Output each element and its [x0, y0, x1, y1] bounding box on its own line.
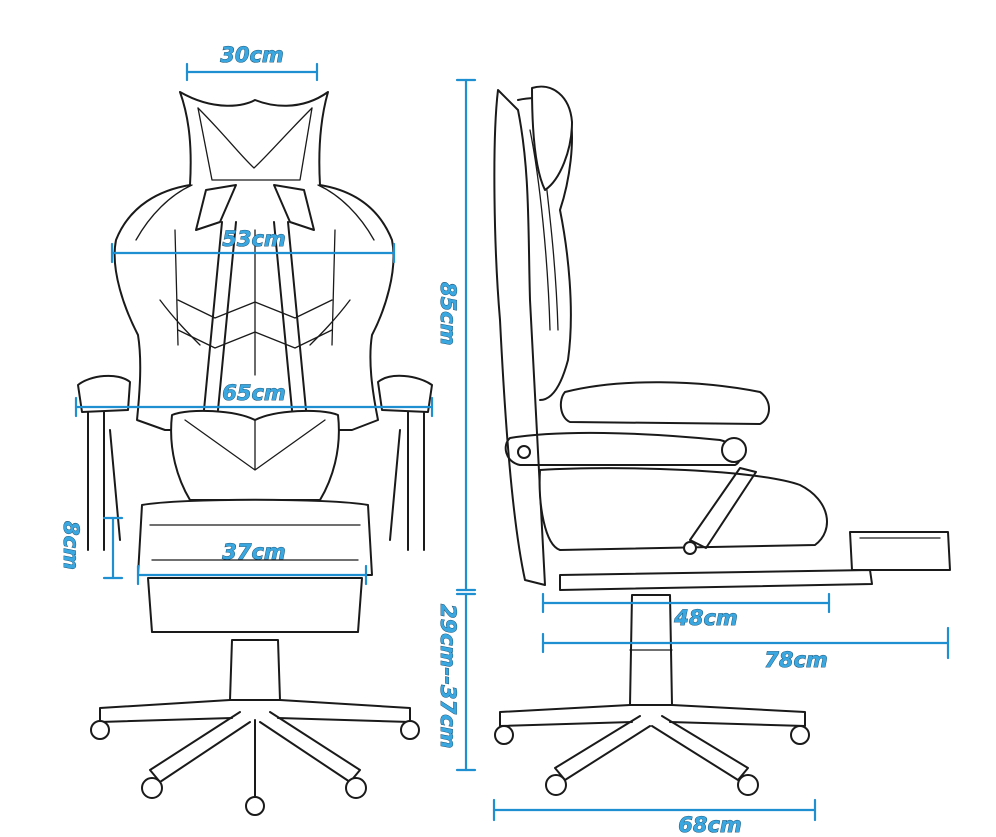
front-view-chair — [77, 91, 433, 816]
label-seat-depth: 48cm — [673, 606, 738, 630]
dimension-armrest-height: 8cm — [59, 516, 124, 580]
label-backrest-height: 85cm — [436, 282, 460, 346]
dimension-backrest-width: 53cm — [110, 227, 396, 264]
side-view-chair — [493, 85, 951, 796]
label-armrest-height: 8cm — [59, 521, 83, 570]
dimension-base-diameter: 68cm — [492, 798, 817, 837]
label-seat-width: 37cm — [222, 540, 286, 564]
label-base-diameter: 68cm — [678, 813, 742, 837]
label-headrest-width: 30cm — [220, 43, 284, 67]
dimension-backrest-height: 85cm — [436, 78, 477, 592]
label-armrest-span: 65cm — [222, 381, 286, 405]
label-footrest-depth: 78cm — [764, 648, 828, 672]
label-seat-height: 29cm--37cm — [436, 604, 460, 749]
dimension-seat-depth: 48cm — [541, 592, 831, 630]
dimension-armrest-span: 65cm — [74, 381, 434, 418]
label-backrest-width: 53cm — [222, 227, 286, 251]
dimension-headrest-width: 30cm — [185, 43, 319, 82]
dimension-seat-height: 29cm--37cm — [436, 592, 477, 772]
dimension-footrest-depth: 78cm — [541, 626, 950, 672]
dimension-seat-width: 37cm — [136, 540, 368, 586]
